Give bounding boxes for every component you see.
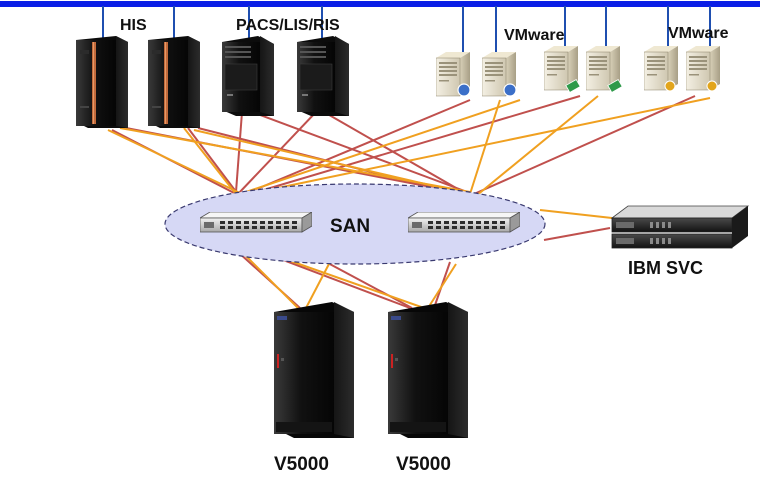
vmware-label-2: VMware bbox=[668, 25, 729, 42]
vmware-badge-icon bbox=[706, 80, 718, 92]
svc-label: IBM SVC bbox=[628, 258, 703, 278]
vmware-badge-icon bbox=[664, 80, 676, 92]
vmware-badge-icon bbox=[503, 83, 517, 97]
san-switch-icon bbox=[408, 212, 520, 233]
vmware-badge-icon bbox=[607, 78, 623, 94]
mainframe-server-icon bbox=[76, 36, 128, 128]
vmware-badge-icon bbox=[457, 83, 471, 97]
fc-links-orange bbox=[107, 95, 711, 309]
svc-appliance-icon bbox=[610, 205, 750, 249]
storage-label-2: V5000 bbox=[396, 454, 451, 475]
fc-links bbox=[107, 95, 711, 309]
network-bus bbox=[0, 1, 760, 7]
storage-label-1: V5000 bbox=[274, 454, 329, 475]
network-drop-lines bbox=[102, 6, 711, 52]
tower-server-icon bbox=[297, 36, 349, 116]
tower-server-icon bbox=[222, 36, 274, 116]
pacs-label: PACS/LIS/RIS bbox=[236, 17, 340, 34]
san-switch-icon bbox=[200, 212, 312, 233]
vmware-label-1: VMware bbox=[504, 27, 565, 44]
vmware-badge-icon bbox=[565, 78, 581, 94]
san-label: SAN bbox=[330, 216, 370, 237]
storage-cabinet-icon bbox=[274, 302, 354, 438]
mainframe-server-icon bbox=[148, 36, 200, 128]
storage-cabinet-icon bbox=[388, 302, 468, 438]
san-fabric-ellipse bbox=[164, 183, 546, 265]
his-label: HIS bbox=[120, 17, 147, 34]
